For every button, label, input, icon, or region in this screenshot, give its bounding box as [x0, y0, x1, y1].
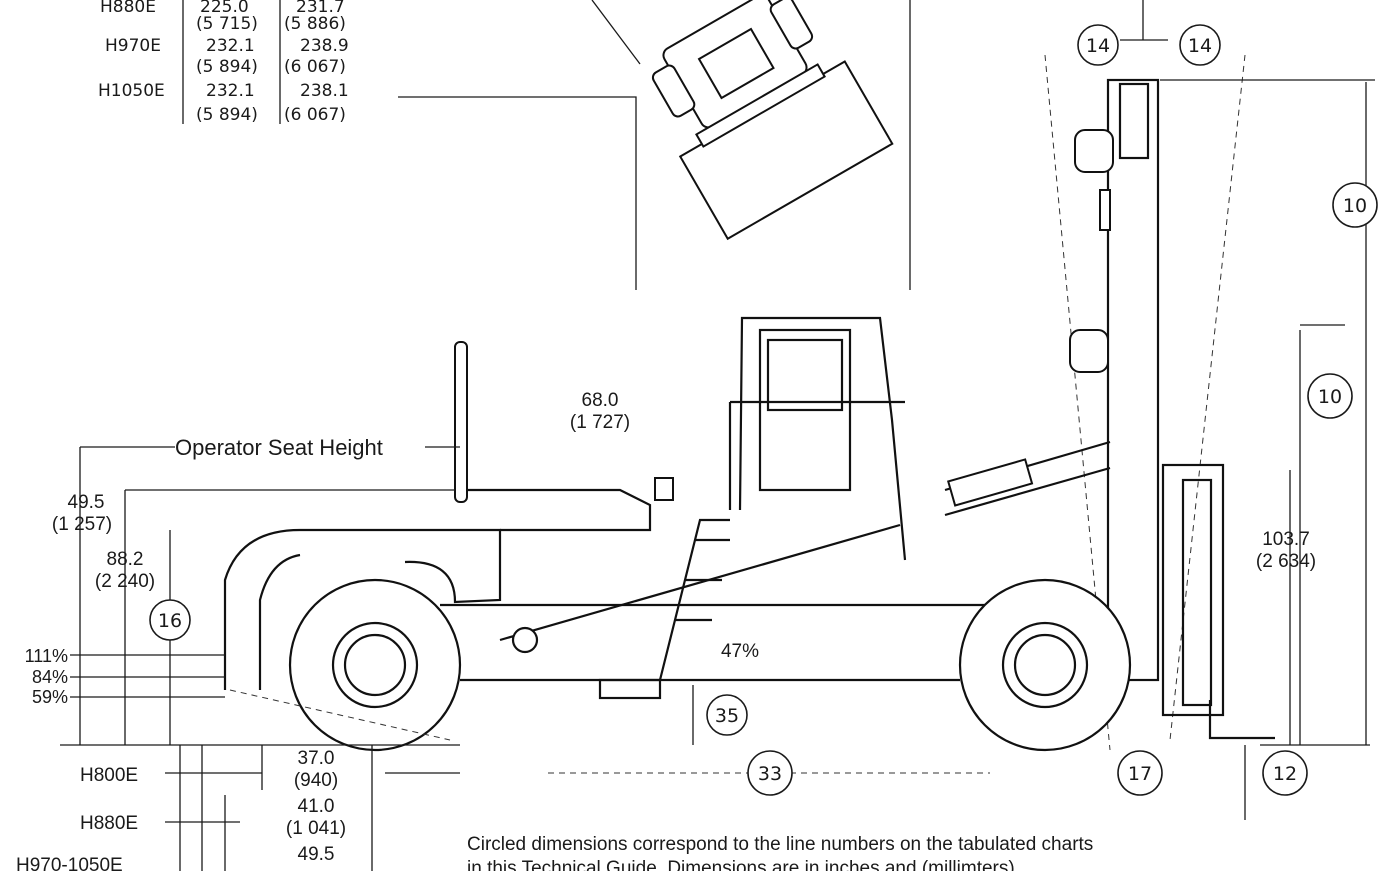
dim-label: 41.0 — [298, 796, 335, 817]
grade-label: 111% — [25, 646, 68, 666]
circle-33: 33 — [747, 750, 793, 796]
circled-dimension-numbers: 14 14 10 10 16 35 33 17 12 — [149, 24, 1378, 796]
circle-16: 16 — [149, 599, 191, 641]
circle-35: 35 — [706, 694, 748, 736]
top-view-turning — [591, 0, 911, 290]
dim-label: 49.5 — [298, 844, 335, 865]
dim-label: 103.7 — [1262, 529, 1310, 550]
dim-label-mm: (1 257) — [52, 514, 112, 535]
model-label-h800e: H800E — [80, 765, 138, 786]
operator-seat-height-label: Operator Seat Height — [175, 435, 383, 460]
model-label-h880e: H880E — [80, 813, 138, 834]
circle-17: 17 — [1117, 750, 1163, 796]
circle-12: 12 — [1262, 750, 1308, 796]
svg-text:12: 12 — [1273, 763, 1297, 785]
table-row-model: H970E — [105, 36, 161, 56]
dim-label: 68.0 — [582, 390, 619, 411]
table-cell: 231.7 — [296, 0, 345, 17]
circle-10-top: 10 — [1332, 182, 1378, 228]
table-cell: (5 894) — [196, 57, 258, 77]
table-cell: (5 894) — [196, 105, 258, 125]
table-cell: 238.1 — [300, 81, 349, 101]
svg-text:14: 14 — [1086, 35, 1110, 57]
dim-label: 49.5 — [68, 492, 105, 513]
table-cell: (6 067) — [284, 105, 346, 125]
circle-10-mid: 10 — [1307, 373, 1353, 419]
svg-text:16: 16 — [158, 610, 182, 632]
table-row-model: H1050E — [98, 81, 165, 101]
table-cell: (5 715) — [196, 14, 258, 34]
svg-text:10: 10 — [1343, 195, 1367, 217]
circle-14-right: 14 — [1179, 24, 1221, 66]
dim-label: 37.0 — [298, 748, 335, 769]
dim-label-mm: (1 041) — [286, 818, 346, 839]
turning-radius-table: H880E 225.0 231.7 (5 715) (5 886) H970E … — [98, 0, 637, 290]
svg-text:10: 10 — [1318, 386, 1342, 408]
table-cell: (5 886) — [284, 14, 346, 34]
table-cell: 225.0 — [200, 0, 249, 17]
dim-label: 88.2 — [107, 549, 144, 570]
svg-text:14: 14 — [1188, 35, 1212, 57]
table-row-model: H880E — [100, 0, 156, 17]
grade-label: 84% — [32, 667, 68, 687]
dimension-annotations: Operator Seat Height 68.0 (1 727) 49.5 (… — [16, 390, 1316, 871]
forklift-side-view — [223, 78, 1275, 752]
table-cell: 232.1 — [206, 81, 255, 101]
svg-text:17: 17 — [1128, 763, 1152, 785]
dim-label-mm: (2 634) — [1256, 551, 1316, 572]
grade-label: 59% — [32, 687, 68, 707]
dim-label-mm: (940) — [294, 770, 338, 791]
model-label-h970-1050e: H970-1050E — [16, 855, 123, 871]
grade-label: 47% — [721, 641, 759, 662]
dim-label-mm: (2 240) — [95, 571, 155, 592]
circle-14-left: 14 — [1077, 24, 1119, 66]
dim-label-mm: (1 727) — [570, 412, 630, 433]
table-cell: 232.1 — [206, 36, 255, 56]
svg-text:35: 35 — [715, 705, 739, 727]
table-cell: (6 067) — [284, 57, 346, 77]
svg-text:33: 33 — [758, 763, 782, 785]
caption-line-2: in this Technical Guide. Dimensions are … — [467, 858, 1020, 871]
caption-line-1: Circled dimensions correspond to the lin… — [467, 834, 1093, 855]
table-cell: 238.9 — [300, 36, 349, 56]
